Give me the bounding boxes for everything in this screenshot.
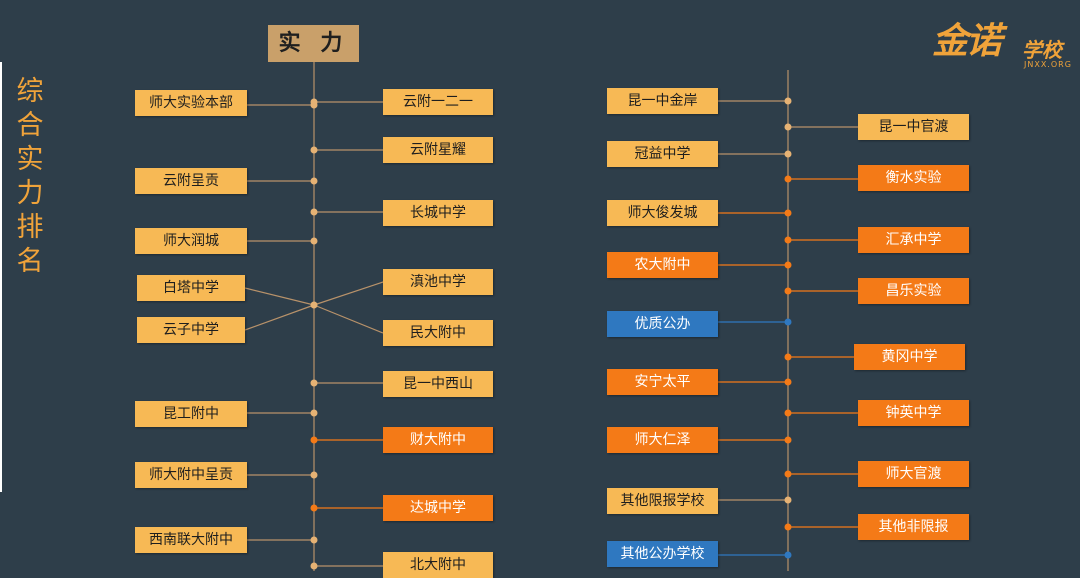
side-title-char: 实 xyxy=(16,144,44,175)
junction-dot xyxy=(310,146,318,154)
school-box: 师大俊发城 xyxy=(607,200,718,226)
school-box: 达城中学 xyxy=(383,495,493,521)
junction-dot xyxy=(310,409,318,417)
school-box: 昆一中金岸 xyxy=(607,88,718,114)
junction-dot xyxy=(784,470,792,478)
school-box: 师大仁泽 xyxy=(607,427,718,453)
school-box: 安宁太平 xyxy=(607,369,718,395)
logo: 金诺 学校 JNXX.ORG xyxy=(928,12,1078,74)
side-title-char: 排 xyxy=(16,212,44,243)
junction-dot xyxy=(784,409,792,417)
school-box: 师大实验本部 xyxy=(135,90,247,116)
school-box: 钟英中学 xyxy=(858,400,969,426)
junction-dot xyxy=(310,379,318,387)
junction-dot xyxy=(784,150,792,158)
junction-dot xyxy=(310,536,318,544)
school-box: 北大附中 xyxy=(383,552,493,578)
school-box: 昌乐实验 xyxy=(858,278,969,304)
side-title-char: 合 xyxy=(16,110,44,141)
junction-dot xyxy=(784,318,792,326)
junction-dot xyxy=(784,523,792,531)
school-box: 昆一中官渡 xyxy=(858,114,969,140)
junction-dot xyxy=(310,504,318,512)
school-box: 云子中学 xyxy=(137,317,245,343)
school-box: 长城中学 xyxy=(383,200,493,226)
school-box: 白塔中学 xyxy=(137,275,245,301)
junction-dot xyxy=(310,301,318,309)
school-box: 云附星耀 xyxy=(383,137,493,163)
junction-dot xyxy=(310,177,318,185)
junction-dot xyxy=(310,98,318,106)
school-box: 昆一中西山 xyxy=(383,371,493,397)
school-box: 云附一二一 xyxy=(383,89,493,115)
school-box: 其他非限报 xyxy=(858,514,969,540)
logo-main: 金诺 xyxy=(932,21,1002,62)
school-box: 优质公办 xyxy=(607,311,718,337)
junction-dot xyxy=(784,378,792,386)
school-box: 其他公办学校 xyxy=(607,541,718,567)
school-box: 黄冈中学 xyxy=(854,344,965,370)
junction-dot xyxy=(310,208,318,216)
school-box: 昆工附中 xyxy=(135,401,247,427)
connector-line xyxy=(244,304,315,331)
school-box: 云附呈贡 xyxy=(135,168,247,194)
school-box: 西南联大附中 xyxy=(135,527,247,553)
junction-dot xyxy=(784,97,792,105)
logo-sub: 学校 xyxy=(1022,38,1062,62)
junction-dot xyxy=(784,287,792,295)
school-box: 汇承中学 xyxy=(858,227,969,253)
side-title: 综 合 实 力 排 名 xyxy=(12,75,48,279)
junction-dot xyxy=(784,236,792,244)
school-box: 师大润城 xyxy=(135,228,247,254)
junction-dot xyxy=(784,436,792,444)
junction-dot xyxy=(784,175,792,183)
junction-dot xyxy=(784,209,792,217)
side-title-char: 力 xyxy=(16,178,44,209)
school-box: 师大附中呈贡 xyxy=(135,462,247,488)
left-divider xyxy=(0,62,2,492)
school-box: 滇池中学 xyxy=(383,269,493,295)
header-strength: 实 力 xyxy=(268,25,359,62)
junction-dot xyxy=(784,353,792,361)
school-box: 师大官渡 xyxy=(858,461,969,487)
junction-dot xyxy=(310,562,318,570)
school-box: 衡水实验 xyxy=(858,165,969,191)
school-box: 财大附中 xyxy=(383,427,493,453)
junction-dot xyxy=(310,237,318,245)
connector-line xyxy=(313,281,384,306)
side-title-char: 综 xyxy=(16,76,44,107)
side-title-char: 名 xyxy=(16,246,44,277)
connector-line xyxy=(313,304,384,334)
logo-url: JNXX.ORG xyxy=(1024,60,1072,69)
junction-dot xyxy=(784,261,792,269)
school-box: 农大附中 xyxy=(607,252,718,278)
school-box: 其他限报学校 xyxy=(607,488,718,514)
junction-dot xyxy=(784,551,792,559)
school-box: 冠益中学 xyxy=(607,141,718,167)
junction-dot xyxy=(310,436,318,444)
junction-dot xyxy=(784,496,792,504)
junction-dot xyxy=(310,471,318,479)
school-box: 民大附中 xyxy=(383,320,493,346)
junction-dot xyxy=(784,123,792,131)
connector-line xyxy=(244,287,315,306)
